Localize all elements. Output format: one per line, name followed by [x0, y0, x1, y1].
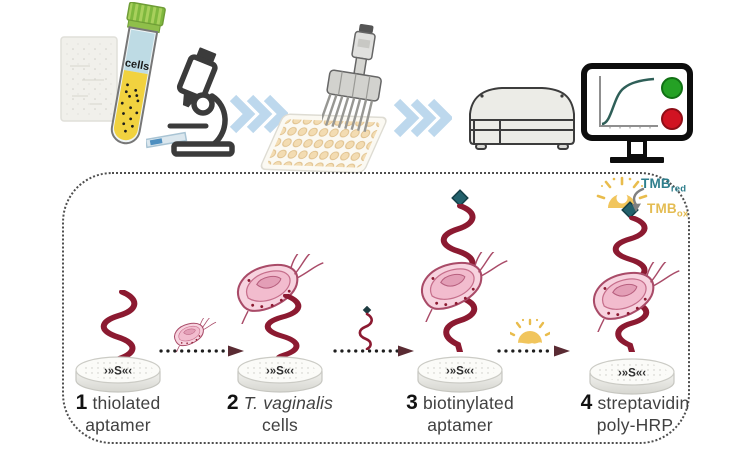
- sensor-disc: ›»S«‹: [237, 356, 323, 393]
- flow-arrow-icon: [229, 94, 288, 134]
- tube-sample: [113, 69, 148, 141]
- sensor-disc: ›»S«‹: [417, 356, 503, 393]
- step-number: 2: [226, 391, 239, 414]
- cell-icon: [592, 262, 680, 332]
- tube-label: cells: [124, 57, 150, 73]
- mini-cell-icon: [174, 318, 217, 352]
- monitor-stand: [627, 138, 647, 158]
- sigmoid-chart: [599, 76, 658, 129]
- step-number: 3: [406, 391, 418, 414]
- sensor-disc: ›»S«‹: [75, 356, 161, 393]
- microscope-slide: [146, 131, 188, 149]
- step-number: 1: [75, 391, 88, 414]
- mini-biotin-aptamer-icon: [358, 306, 373, 350]
- well-plate-icon: [260, 113, 387, 174]
- tube-medium: [124, 29, 155, 75]
- sensor-disc: ›»S«‹: [589, 358, 675, 395]
- cells-tube-icon: cells: [110, 2, 166, 145]
- biotin-diamond-icon: [451, 189, 469, 207]
- cell-icon: [236, 254, 324, 324]
- disc-label: ›»S«‹: [618, 368, 646, 380]
- negative-dot: [661, 108, 683, 130]
- flow-arrow-icon: [393, 98, 452, 138]
- mini-hrp-burst-icon: [510, 318, 550, 344]
- pipette-tips: [322, 93, 374, 133]
- monitor-icon: [581, 63, 693, 163]
- tube-cell-dots: [120, 83, 140, 133]
- disc-label: ›»S«‹: [266, 366, 294, 378]
- step-arrow: [497, 345, 570, 357]
- pipette-icon: [322, 24, 382, 133]
- step-arrow: [159, 345, 244, 357]
- assay-steps-box: [62, 172, 690, 444]
- reduction-arrow-icon: [632, 187, 645, 212]
- positive-dot: [661, 77, 683, 99]
- tmb-red-label: TMBred: [641, 176, 687, 195]
- disc-label: ›»S«‹: [104, 366, 132, 378]
- disc-label: ›»S«‹: [446, 366, 474, 378]
- cell-icon: [420, 252, 508, 322]
- step-arrow: [333, 345, 414, 357]
- microscope-icon: [146, 47, 235, 157]
- plate-reader-icon: [469, 87, 575, 150]
- sample-plate-icon: [60, 36, 118, 122]
- tmb-ox-label: TMBox: [647, 201, 689, 220]
- step-number: 4: [580, 391, 593, 414]
